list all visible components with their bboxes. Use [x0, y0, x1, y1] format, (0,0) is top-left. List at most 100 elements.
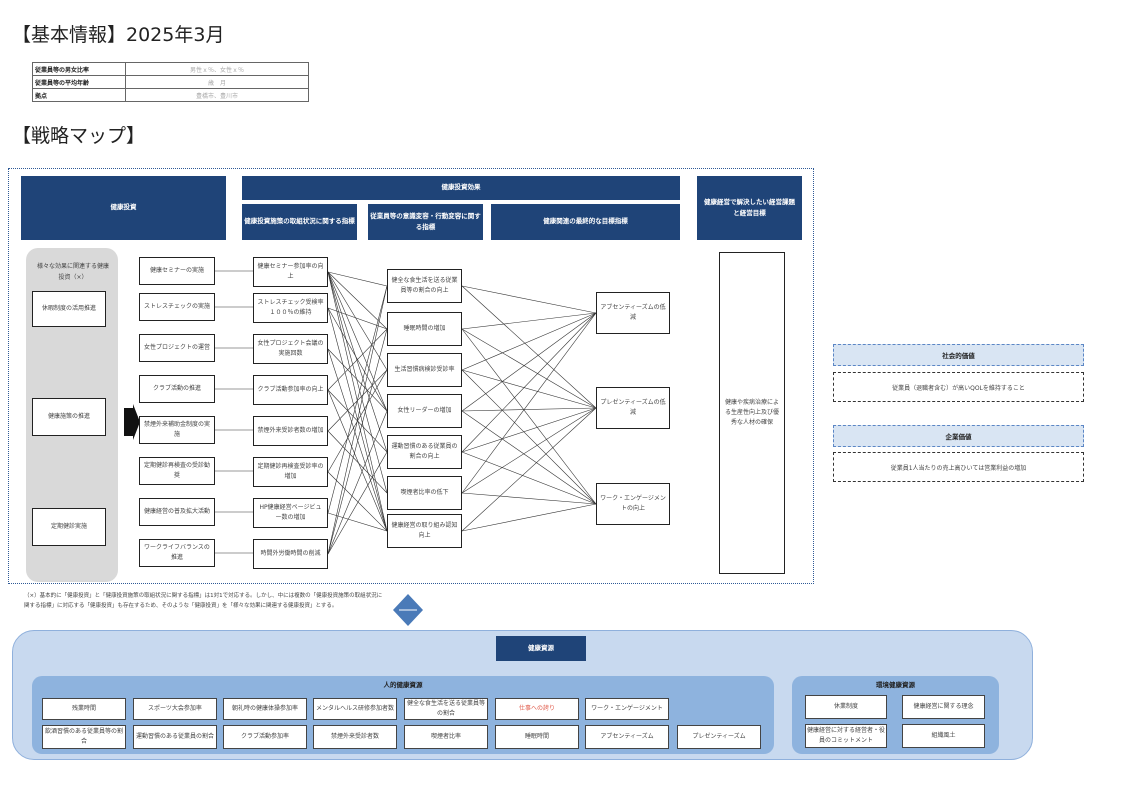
human-resource-item: アブセンティーズム — [585, 725, 669, 749]
indicator-awareness-link — [327, 471, 388, 532]
indicator-awareness-link — [327, 410, 388, 555]
table-row: 従業員等の男女比率男性ｘ％、女性ｘ％ — [32, 62, 309, 76]
header-effect: 健康投資効果 — [242, 176, 680, 200]
final-indicator-box: プレゼンティーズムの低減 — [596, 387, 670, 429]
awareness-final-link — [461, 312, 597, 494]
header-final: 健康関連の最終的な目標指標 — [491, 204, 680, 240]
goal-box: 健康や疾病治療による生産性向上及び優秀な人材の確保 — [719, 252, 785, 574]
indicator-box: HP健康経営ページビュー数の増加 — [253, 498, 328, 528]
indicator-awareness-link — [327, 271, 388, 532]
investment-box: 健康経営の普及拡大活動 — [139, 498, 215, 526]
indicator-box: クラブ活動参加率の向上 — [253, 375, 328, 405]
indicator-awareness-link — [327, 451, 388, 555]
awareness-final-link — [461, 312, 597, 330]
basic-info-table: 従業員等の男女比率男性ｘ％、女性ｘ％ 従業員等の平均年齢歳 月 拠点豊橋市、豊川… — [32, 62, 309, 102]
env-resource-item: 休業制度 — [805, 695, 887, 719]
human-resource-item: スポーツ大会参加率 — [133, 698, 217, 720]
social-value-text: 従業員（退職者含む）が高いQOLを維持すること — [833, 372, 1084, 402]
investment-box: 健康セミナーの実施 — [139, 257, 215, 285]
env-resource-item: 健康経営に関する理念 — [902, 695, 985, 719]
human-resource-item: 飲酒習慣のある従業員等の割合 — [42, 725, 126, 749]
corporate-value-header: 企業価値 — [833, 425, 1084, 447]
awareness-final-link — [461, 328, 597, 505]
awareness-final-link — [461, 407, 597, 453]
final-indicator-box: ワーク・エンゲージメントの向上 — [596, 483, 670, 525]
indicator-awareness-link — [327, 271, 388, 412]
awareness-final-link — [461, 407, 597, 412]
social-value-header: 社会的価値 — [833, 344, 1084, 366]
human-resource-item: 睡眠時間 — [495, 725, 579, 749]
human-resource-item: 残業時間 — [42, 698, 126, 720]
awareness-box: 女性リーダーの増加 — [387, 394, 462, 428]
corporate-value-text: 従業員1人当たりの売上高ひいては営業利益の増加 — [833, 452, 1084, 482]
env-resources-title: 環境健康資源 — [876, 681, 915, 689]
awareness-box: 睡眠時間の増加 — [387, 312, 462, 346]
human-resource-item: 禁煙外来受診者数 — [313, 725, 397, 749]
indicator-box: 健康セミナー参加率の向上 — [253, 257, 328, 287]
gray-item: 休暇制度の活用推進 — [32, 291, 106, 327]
gray-item: 健康施策の推進 — [32, 398, 106, 436]
header-awareness: 従業員等の意識変容・行動変容に関する指標 — [368, 204, 483, 240]
diamond-arrow-icon — [393, 594, 423, 626]
human-resource-item: メンタルヘルス研修参加者数 — [313, 698, 397, 720]
investment-box: 禁煙外来補助金制度の実施 — [139, 416, 215, 444]
indicator-box: 定期健診再検査受診率の増加 — [253, 457, 328, 487]
indicator-box: 女性プロジェクト会議の実施回数 — [253, 334, 328, 364]
investment-box: ワークライフバランスの推進 — [139, 539, 215, 567]
strategy-title: 【戦略マップ】 — [12, 125, 146, 147]
awareness-final-link — [461, 407, 597, 494]
header-investment: 健康投資 — [21, 176, 226, 240]
table-row: 拠点豊橋市、豊川市 — [32, 88, 309, 102]
human-resource-item: 仕事への誇り — [495, 698, 579, 720]
header-indicator: 健康投資施策の取組状況に関する指標 — [242, 204, 357, 240]
human-resource-item: 朝礼時の健康体操参加率 — [223, 698, 307, 720]
env-resource-item: 健康経営に対する経営者・役員のコミットメント — [805, 724, 887, 748]
human-resource-item: 運動習慣のある従業員の割合 — [133, 725, 217, 749]
awareness-final-link — [461, 312, 597, 453]
indicator-awareness-link — [327, 348, 388, 532]
awareness-final-link — [461, 451, 597, 505]
human-resource-item: 健全な食生活を送る従業員等の割合 — [404, 698, 488, 720]
awareness-box: 健康経営の取り組み認知向上 — [387, 514, 462, 548]
indicator-awareness-link — [327, 328, 388, 391]
awareness-final-link — [461, 312, 597, 412]
indicator-awareness-link — [327, 271, 388, 330]
indicator-awareness-link — [327, 271, 388, 371]
resources-title: 健康資源 — [496, 636, 586, 661]
indicator-awareness-link — [327, 307, 388, 330]
human-resource-item: クラブ活動参加率 — [223, 725, 307, 749]
human-resource-item: ワーク・エンゲージメント — [585, 698, 669, 720]
awareness-final-link — [461, 312, 597, 371]
indicator-awareness-link — [327, 348, 388, 412]
indicator-awareness-link — [327, 389, 388, 532]
footnote: （×）基本的に「健康投資」と「健康投資施策の取組状況に関する指標」は1対1で対応… — [24, 593, 383, 609]
investment-box: ストレスチェックの実施 — [139, 293, 215, 321]
investment-box: 女性プロジェクトの運営 — [139, 334, 215, 362]
awareness-final-link — [461, 492, 597, 505]
indicator-awareness-link — [327, 271, 388, 453]
indicator-awareness-link — [327, 271, 388, 287]
awareness-final-link — [461, 328, 597, 409]
investment-box: 定期健診再検査の受診勧奨 — [139, 457, 215, 485]
awareness-final-link — [461, 369, 597, 409]
human-resource-item: プレゼンティーズム — [677, 725, 761, 749]
awareness-box: 運動習慣のある従業員の割合の向上 — [387, 435, 462, 469]
indicator-box: ストレスチェック受検率１００％の維持 — [253, 293, 328, 323]
indicator-awareness-link — [327, 430, 388, 494]
strategy-map-frame — [8, 168, 814, 584]
indicator-box: 禁煙外来受診者数の増加 — [253, 416, 328, 446]
indicator-awareness-link — [327, 285, 388, 514]
indicator-awareness-link — [327, 328, 388, 555]
indicator-box: 時間外労働時間の削減 — [253, 539, 328, 569]
awareness-final-link — [461, 410, 597, 505]
awareness-final-link — [461, 503, 597, 532]
awareness-final-link — [461, 369, 597, 505]
env-resource-item: 組織風土 — [902, 724, 985, 748]
indicator-awareness-link — [327, 271, 388, 494]
indicator-awareness-link — [327, 285, 388, 555]
right-arrow-icon — [124, 404, 140, 440]
investment-box: クラブ活動の推進 — [139, 375, 215, 403]
awareness-box: 喫煙者比率の低下 — [387, 476, 462, 510]
awareness-box: 生活習慣病検診受診率 — [387, 353, 462, 387]
